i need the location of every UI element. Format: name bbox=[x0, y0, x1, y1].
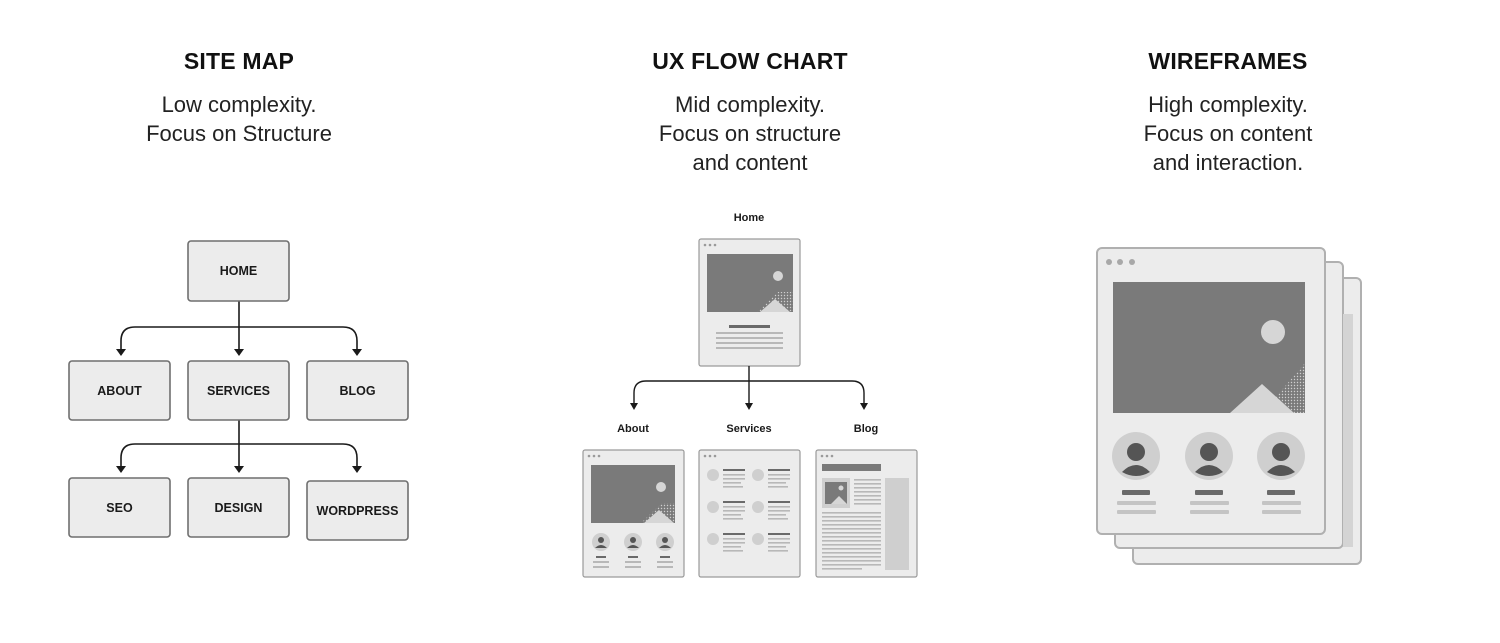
node-label: DESIGN bbox=[215, 501, 263, 515]
image-placeholder bbox=[1113, 282, 1305, 413]
arrow-head bbox=[234, 466, 244, 473]
sitemap-title: SITE MAP bbox=[183, 48, 295, 74]
wireframes-subtitle: High complexity. Focus on content and in… bbox=[1078, 90, 1378, 177]
avatar bbox=[1185, 432, 1233, 480]
window-dots-icon bbox=[587, 454, 601, 458]
sun-icon bbox=[656, 482, 666, 492]
ux-flow-subtitle-line: Mid complexity. bbox=[675, 92, 825, 117]
ux-label-home: Home bbox=[734, 212, 765, 224]
ux-home-page bbox=[698, 238, 801, 367]
arrow-head bbox=[116, 466, 126, 473]
ux-arrowheads bbox=[630, 403, 868, 410]
avatar-row bbox=[592, 533, 674, 551]
ux-label-services: Services bbox=[726, 423, 771, 435]
sitemap-connectors bbox=[120, 301, 358, 470]
sitemap-node-about: ABOUT bbox=[68, 360, 171, 421]
arrow-head bbox=[860, 403, 868, 410]
arrow-head bbox=[116, 349, 126, 356]
sitemap-node-wordpress: WORDPRESS bbox=[306, 480, 409, 541]
ux-blog-page bbox=[815, 449, 918, 578]
mountain-icon bbox=[760, 299, 790, 312]
sitemap-subtitle: Low complexity. Focus on Structure bbox=[89, 90, 389, 148]
wireframes-subtitle-line: Focus on content bbox=[1143, 121, 1313, 146]
ux-flow-diagram: Home About Ser bbox=[582, 212, 918, 578]
sitemap-node-blog: BLOG bbox=[306, 360, 409, 421]
ux-about-page bbox=[582, 449, 685, 578]
window-dots-icon bbox=[703, 243, 717, 247]
wireframes-title: WIREFRAMES bbox=[1148, 48, 1308, 74]
wireframe-sheet-front bbox=[1096, 247, 1326, 535]
ux-services-page bbox=[698, 449, 801, 578]
mountain-icon bbox=[644, 510, 674, 523]
sidebar-placeholder bbox=[885, 478, 909, 570]
sitemap-node-design: DESIGN bbox=[187, 477, 290, 538]
ux-flow-title: UX FLOW CHART bbox=[652, 48, 848, 74]
ux-flow-subtitle-line: Focus on structure bbox=[658, 121, 842, 146]
sitemap-arrowheads bbox=[116, 349, 362, 473]
node-label: HOME bbox=[220, 264, 258, 278]
node-label: SERVICES bbox=[207, 384, 270, 398]
mountain-icon bbox=[1230, 384, 1294, 413]
ux-connectors bbox=[633, 366, 865, 405]
sitemap-subtitle-line: Focus on Structure bbox=[146, 121, 332, 146]
ux-label-about: About bbox=[617, 423, 649, 435]
arrow-head bbox=[352, 466, 362, 473]
ux-flow-subtitle-line: and content bbox=[692, 150, 808, 175]
arrow-head bbox=[352, 349, 362, 356]
window-dots-icon bbox=[703, 454, 717, 458]
ux-label-blog: Blog bbox=[854, 423, 878, 435]
wireframes-subtitle-line: and interaction. bbox=[1152, 150, 1304, 175]
sun-icon bbox=[1261, 320, 1285, 344]
sun-icon bbox=[773, 271, 783, 281]
arrow-head bbox=[745, 403, 753, 410]
window-dots-icon bbox=[1106, 259, 1135, 265]
sun-icon bbox=[838, 485, 844, 491]
sitemap-node-home: HOME bbox=[187, 240, 290, 302]
sitemap-node-seo: SEO bbox=[68, 477, 171, 538]
avatar bbox=[1257, 432, 1305, 480]
wireframes-subtitle-line: High complexity. bbox=[1148, 92, 1308, 117]
arrow-head bbox=[234, 349, 244, 356]
sitemap-diagram: HOME ABOUT SERVICES BLOG SEO DESIGN WORD… bbox=[68, 240, 409, 541]
wireframes-diagram bbox=[1096, 247, 1362, 565]
node-label: WORDPRESS bbox=[317, 504, 399, 518]
node-label: SEO bbox=[106, 501, 133, 515]
arrow-head bbox=[630, 403, 638, 410]
avatar bbox=[1112, 432, 1160, 480]
node-label: ABOUT bbox=[97, 384, 142, 398]
ux-flow-subtitle: Mid complexity. Focus on structure and c… bbox=[600, 90, 900, 177]
mountain-icon bbox=[831, 496, 847, 504]
node-label: BLOG bbox=[339, 384, 375, 398]
sitemap-subtitle-line: Low complexity. bbox=[161, 92, 317, 117]
sitemap-node-services: SERVICES bbox=[187, 360, 290, 421]
window-dots-icon bbox=[820, 454, 834, 458]
